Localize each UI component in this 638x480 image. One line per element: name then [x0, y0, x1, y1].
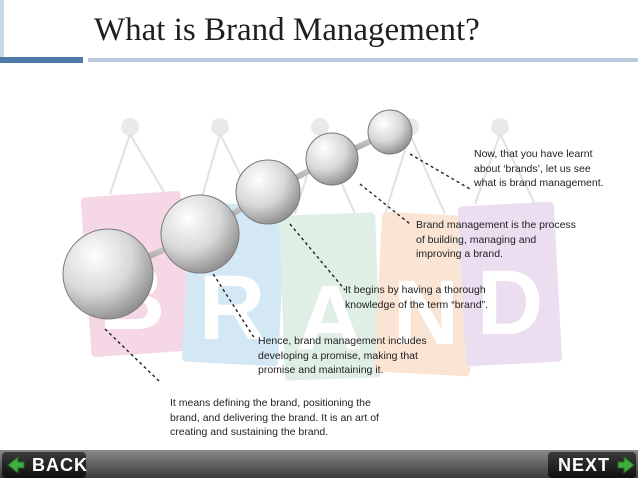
callout-knowledge: It begins by having a thorough knowledge… [345, 284, 488, 311]
hanging-tags: B R A N D [80, 118, 562, 381]
callout-art: It means defining the brand, positioning… [170, 397, 379, 438]
callout-promise: Hence, brand management includes develop… [258, 335, 427, 376]
leader-lines [104, 153, 471, 383]
title-accent-bar [0, 0, 4, 60]
brand-illustration: B R A N D [0, 64, 638, 444]
svg-text:D: D [477, 252, 543, 354]
svg-text:R: R [199, 257, 265, 359]
next-button[interactable]: NEXT [548, 452, 636, 478]
back-label: BACK [32, 454, 88, 475]
footer-bar [0, 450, 638, 478]
slide-title: What is Brand Management? [94, 12, 480, 48]
svg-text:N: N [393, 262, 459, 364]
step-spheres [62, 109, 413, 320]
back-button[interactable]: BACK [2, 452, 88, 478]
svg-text:A: A [297, 267, 363, 369]
next-label: NEXT [558, 454, 611, 475]
title-divider [0, 57, 638, 63]
arrow-right-icon [616, 455, 636, 475]
callout-intro: Now, that you have learnt about ‘brands’… [474, 148, 604, 189]
callout-definition-process: Brand management is the process of build… [416, 219, 576, 260]
arrow-left-icon [6, 455, 26, 475]
